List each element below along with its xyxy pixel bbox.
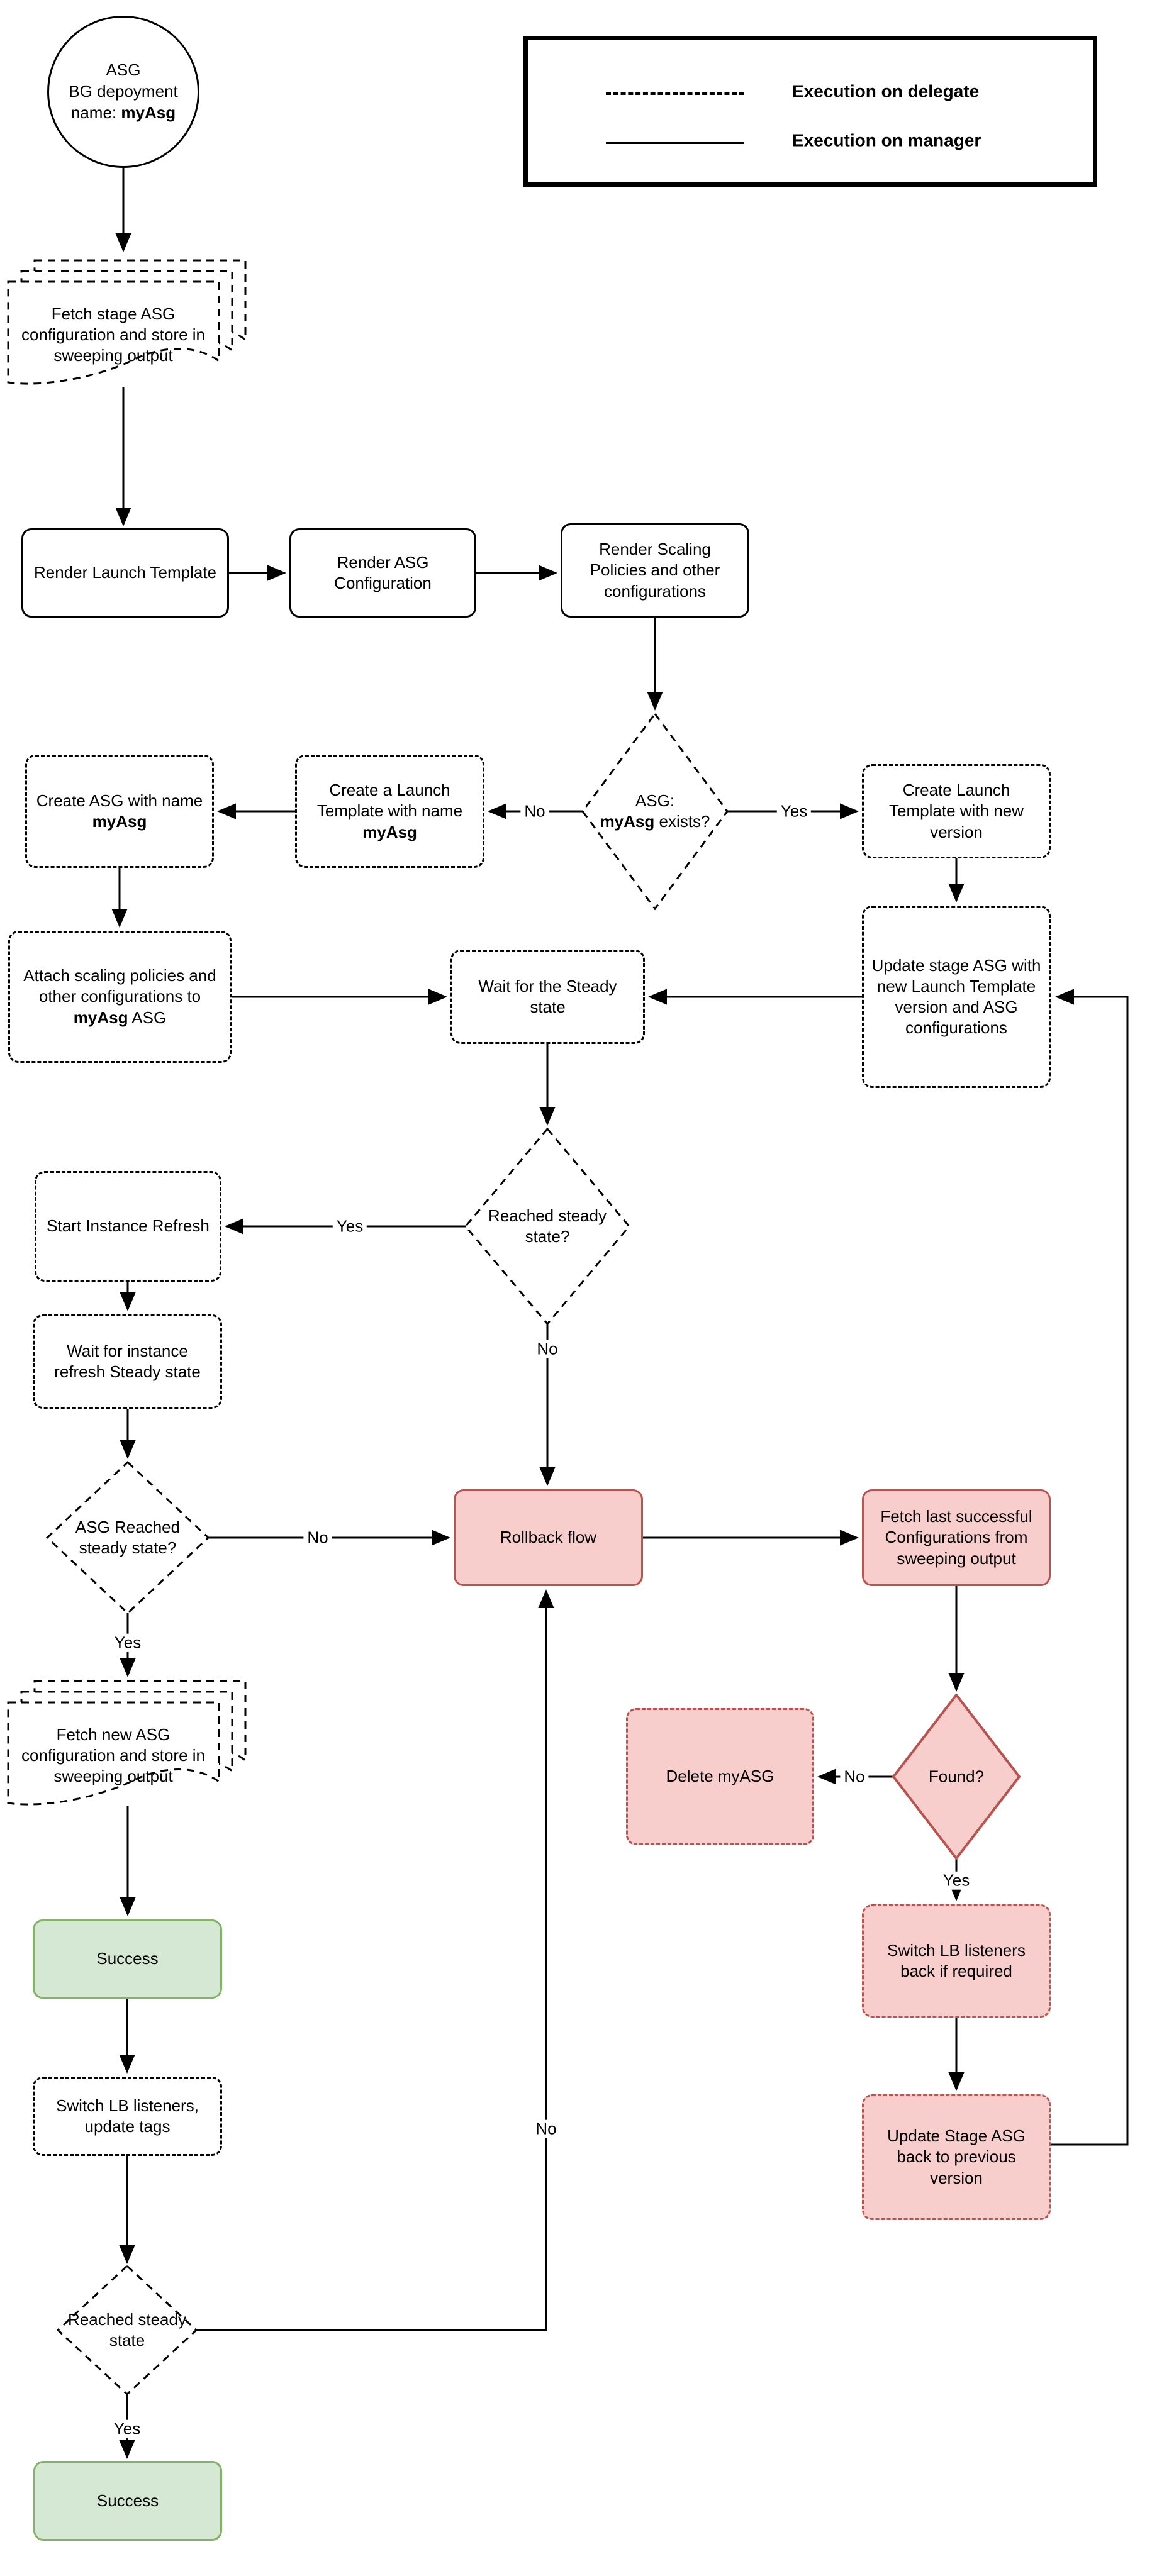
node-render-scaling-policies: Render Scaling Policies and other config… xyxy=(561,523,749,618)
diamond-reached-steady-2-label: Reached steady state xyxy=(68,2309,186,2350)
edge-label-asgexists-no: No xyxy=(520,802,549,821)
node-switch-lb-listeners-back: Switch LB listeners back if required xyxy=(862,1904,1051,2018)
start-node: ASG BG depoyment name: myAsg xyxy=(47,16,199,168)
fetch-stage-document-stack xyxy=(7,259,247,385)
node-success-2: Success xyxy=(33,2461,222,2541)
fetch-new-document-stack xyxy=(7,1680,247,1806)
node-switch-lb-listeners-update-tags: Switch LB listeners, update tags xyxy=(33,2077,222,2156)
diamond-reached-steady-2 xyxy=(56,2264,198,2396)
node-fetch-last-successful-config: Fetch last successful Configurations fro… xyxy=(862,1489,1051,1586)
node-attach-scaling-policies: Attach scaling policies and other config… xyxy=(8,931,232,1063)
edge-label-steady2-yes: Yes xyxy=(109,2420,145,2438)
node-rollback-flow: Rollback flow xyxy=(454,1489,643,1586)
document-page-front xyxy=(7,1701,220,1806)
start-node-label: ASG BG depoyment name: myAsg xyxy=(69,60,178,122)
node-success-1: Success xyxy=(33,1919,222,1999)
diamond-found-label: Found? xyxy=(928,1767,985,1786)
edge-updatebackprev-to-updatestage xyxy=(1051,989,1129,2146)
legend-label-manager: Execution on manager xyxy=(792,130,981,150)
edge-label-steady1-no: No xyxy=(533,1340,562,1358)
edge-label-asgreached-no: No xyxy=(303,1529,332,1547)
diamond-reached-steady-1-label: Reached steady state? xyxy=(488,1206,607,1246)
node-delete-myasg: Delete myASG xyxy=(626,1708,814,1845)
node-render-launch-template: Render Launch Template xyxy=(21,528,229,618)
edge-reachedsteady2-no xyxy=(196,1589,554,2331)
diamond-asg-exists xyxy=(581,712,729,911)
diamond-asg-exists-label: ASG: myAsg exists? xyxy=(600,791,710,831)
node-create-launch-template-new-version: Create Launch Template with new version xyxy=(862,764,1051,858)
edge-label-steady1-yes: Yes xyxy=(332,1218,367,1236)
node-wait-instance-refresh: Wait for instance refresh Steady state xyxy=(33,1314,222,1409)
node-create-launch-template-myasg: Create a Launch Template with name myAsg xyxy=(295,755,484,868)
edge-label-found-yes: Yes xyxy=(939,1872,974,1890)
node-fetch-stage-config: Fetch stage ASG configuration and store … xyxy=(21,304,205,365)
legend: Execution on delegate Execution on manag… xyxy=(523,36,1097,187)
legend-dashed-line-sample xyxy=(606,92,744,95)
node-update-stage-asg-back: Update Stage ASG back to previous versio… xyxy=(862,2094,1051,2220)
legend-label-delegate: Execution on delegate xyxy=(792,81,980,101)
diamond-reached-steady-1 xyxy=(464,1127,630,1326)
node-update-stage-asg: Update stage ASG with new Launch Templat… xyxy=(862,906,1051,1088)
legend-solid-line-sample xyxy=(606,142,744,144)
document-page-front xyxy=(7,280,220,385)
node-wait-steady-state: Wait for the Steady state xyxy=(450,950,645,1044)
diamond-found xyxy=(892,1694,1021,1860)
node-create-asg: Create ASG with name myAsg xyxy=(25,755,214,868)
node-render-asg-configuration: Render ASG Configuration xyxy=(289,528,476,618)
edge-label-steady2-no: No xyxy=(532,2120,561,2138)
diamond-asg-reached-steady xyxy=(45,1460,210,1615)
node-fetch-new-config: Fetch new ASG configuration and store in… xyxy=(21,1724,205,1785)
edge-label-asgreached-yes: Yes xyxy=(110,1634,145,1652)
node-start-instance-refresh: Start Instance Refresh xyxy=(35,1171,221,1282)
edge-label-found-no: No xyxy=(840,1768,869,1786)
diamond-asg-reached-label: ASG Reached steady state? xyxy=(75,1517,181,1557)
edge-label-asgexists-yes: Yes xyxy=(776,802,812,821)
